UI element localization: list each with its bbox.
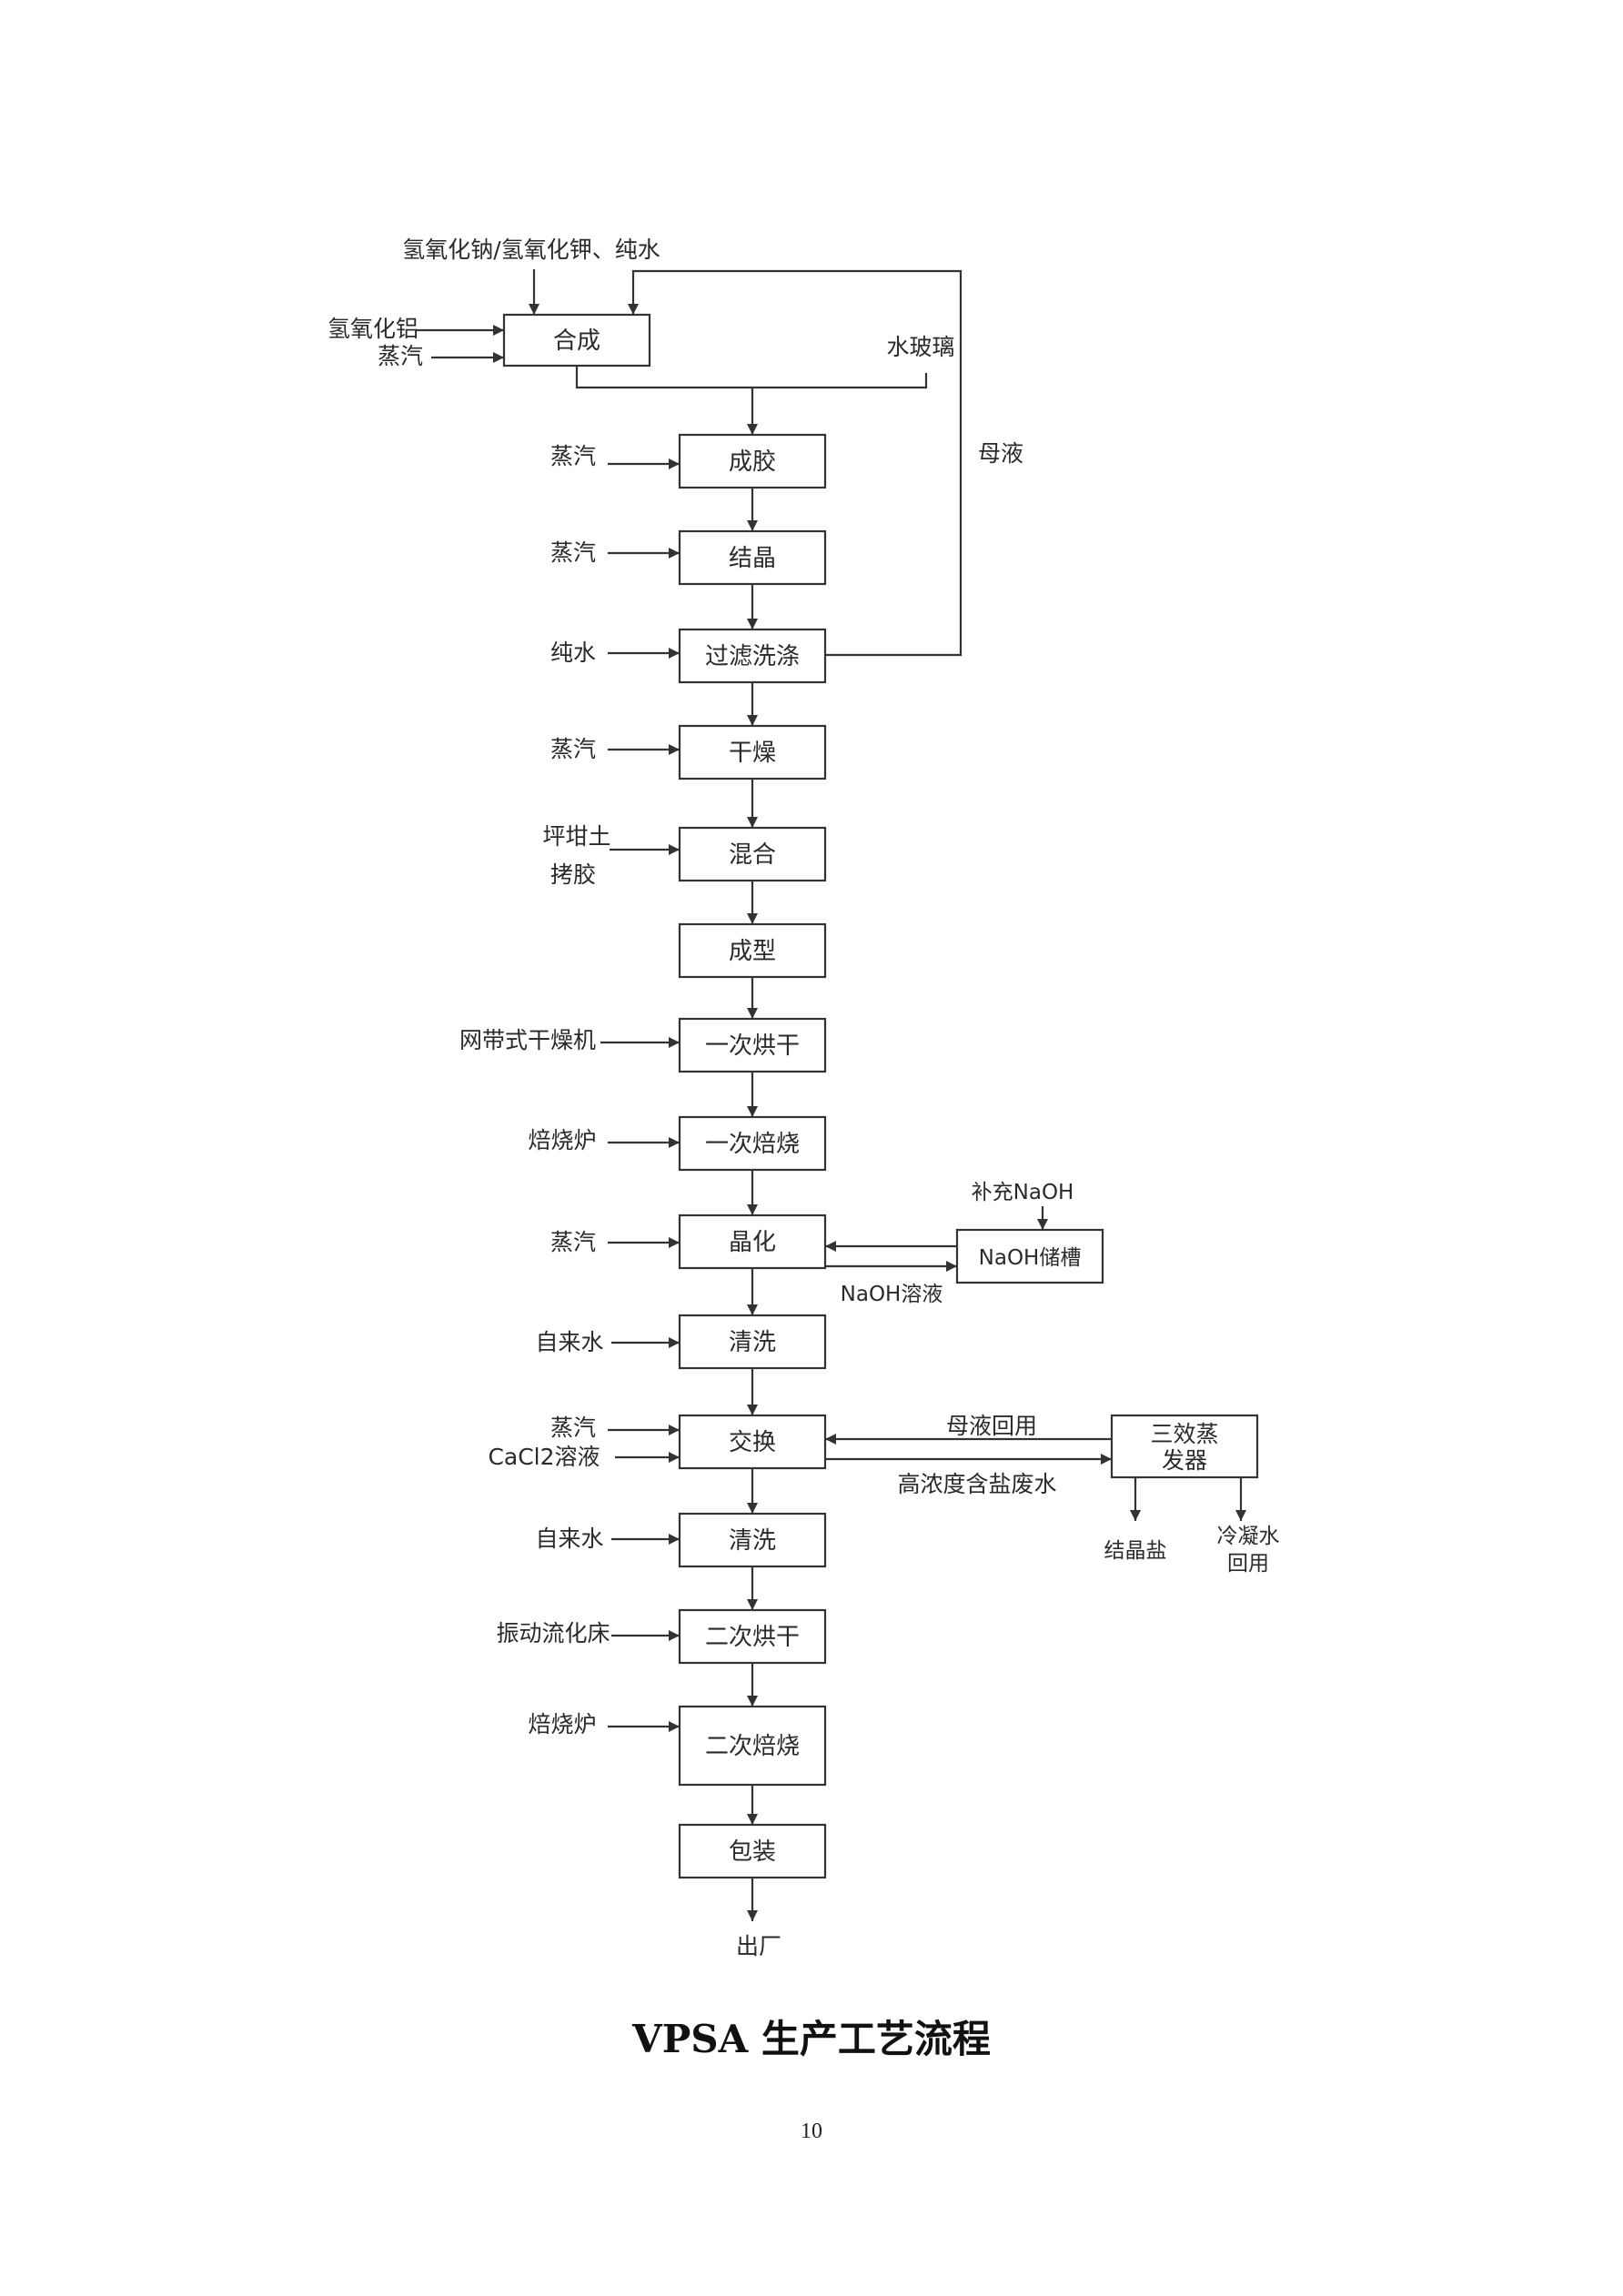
input-tap-water-1: 自来水 — [535, 1329, 680, 1355]
input-pure-water: 纯水 — [550, 639, 680, 666]
input-steam-gel: 蒸汽 — [550, 443, 680, 469]
step-mixing-label: 混合 — [729, 841, 776, 869]
crystal-salt-label: 结晶盐 — [1104, 1539, 1167, 1563]
diagram-title: VPSA 生产工艺流程 — [632, 2017, 991, 2061]
main-flow-connectors — [575, 366, 928, 1921]
input-steam-dry: 蒸汽 — [550, 736, 680, 762]
exit-group: 出厂 — [736, 1933, 781, 1959]
step-washing-2: 清洗 — [678, 1512, 827, 1568]
step-second-calcination: 二次焙烧 — [678, 1705, 827, 1787]
mother-liquor-label: 母液 — [978, 440, 1023, 467]
step-first-calcination-label: 一次焙烧 — [705, 1131, 800, 1158]
input-clay-binder: 坪坩土 拷胶 — [542, 823, 680, 888]
step-exchange-label: 交换 — [729, 1429, 776, 1456]
step-second-drying-label: 二次烘干 — [705, 1624, 800, 1651]
step-gelation-label: 成胶 — [729, 448, 776, 476]
input-steam-synthesis: 蒸汽 — [378, 343, 504, 369]
step-washing-1-label: 清洗 — [729, 1329, 776, 1356]
input-tap-water-2: 自来水 — [535, 1526, 680, 1552]
step-crystallization-label: 结晶 — [729, 545, 776, 572]
water-glass-group: 水玻璃 — [886, 334, 954, 360]
binder-label: 拷胶 — [550, 861, 596, 888]
step-forming: 成型 — [678, 922, 827, 979]
furnace-2-label: 焙烧炉 — [528, 1711, 596, 1737]
input-fluid-bed: 振动流化床 — [496, 1620, 680, 1646]
step-second-calcination-label: 二次焙烧 — [705, 1733, 800, 1760]
condensate-label-1: 冷凝水 — [1217, 1525, 1280, 1548]
top-feed-label: 氢氧化钠/氢氧化钾、纯水 — [402, 237, 660, 263]
naoh-tank-label: NaOH储槽 — [979, 1246, 1082, 1270]
clay-label: 坪坩土 — [542, 823, 610, 850]
fluid-bed-label: 振动流化床 — [496, 1620, 610, 1646]
condensate-label-2: 回用 — [1227, 1552, 1269, 1576]
evaporator-label-1: 三效蒸 — [1150, 1421, 1218, 1447]
step-synthesis-label: 合成 — [553, 327, 600, 355]
step-filter-wash-label: 过滤洗涤 — [705, 643, 800, 670]
steam-crystal-label: 蒸汽 — [550, 539, 596, 566]
furnace-1-label: 焙烧炉 — [528, 1127, 596, 1153]
step-packaging-label: 包装 — [729, 1838, 776, 1866]
steam-synthesis-label: 蒸汽 — [378, 343, 423, 369]
step-crystallizing: 晶化 — [678, 1213, 827, 1270]
evaporator-label-2: 发器 — [1162, 1447, 1207, 1474]
triple-effect-evaporator: 三效蒸 发器 — [1110, 1414, 1259, 1479]
steam-crystallize-label: 蒸汽 — [550, 1229, 596, 1255]
input-al-hydroxide: 氢氧化铝 — [328, 316, 504, 342]
step-washing-2-label: 清洗 — [729, 1527, 776, 1555]
step-mixing: 混合 — [678, 826, 827, 882]
step-synthesis: 合成 — [502, 313, 651, 368]
top-feed-group: 氢氧化钠/氢氧化钾、纯水 — [402, 237, 660, 315]
step-first-calcination: 一次焙烧 — [678, 1115, 827, 1172]
input-cacl2: CaCl2溶液 — [488, 1444, 680, 1470]
naoh-tank: NaOH储槽 — [955, 1228, 1104, 1284]
input-furnace-1: 焙烧炉 — [528, 1127, 680, 1153]
belt-dryer-label: 网带式干燥机 — [459, 1027, 596, 1053]
step-forming-label: 成型 — [729, 938, 776, 965]
steam-dry-label: 蒸汽 — [550, 736, 596, 762]
input-steam-crystallize: 蒸汽 — [550, 1229, 680, 1255]
step-crystallizing-label: 晶化 — [729, 1229, 776, 1256]
pure-water-label: 纯水 — [550, 639, 596, 666]
step-washing-1: 清洗 — [678, 1314, 827, 1370]
input-furnace-2: 焙烧炉 — [528, 1711, 680, 1737]
step-packaging: 包装 — [678, 1823, 827, 1879]
step-first-drying: 一次烘干 — [678, 1017, 827, 1073]
input-belt-dryer: 网带式干燥机 — [459, 1027, 680, 1053]
mother-recycle-label: 母液回用 — [946, 1413, 1037, 1439]
al-hydroxide-label: 氢氧化铝 — [328, 316, 418, 342]
step-second-drying: 二次烘干 — [678, 1608, 827, 1665]
saline-wastewater-label: 高浓度含盐废水 — [897, 1471, 1056, 1497]
water-glass-label: 水玻璃 — [886, 334, 954, 360]
step-filter-wash: 过滤洗涤 — [678, 628, 827, 684]
page-number: 10 — [801, 2120, 822, 2143]
tap-water-1-label: 自来水 — [535, 1329, 603, 1355]
naoh-solution-label: NaOH溶液 — [841, 1283, 943, 1306]
steam-exchange-label: 蒸汽 — [550, 1415, 596, 1441]
cacl2-label: CaCl2溶液 — [488, 1444, 600, 1470]
step-crystallization: 结晶 — [678, 529, 827, 586]
mother-liquor-loop: 母液 — [628, 269, 1023, 657]
mother-liquor-return-line — [628, 269, 963, 657]
evaporator-loop: 母液回用 高浓度含盐废水 结晶盐 冷凝水 回用 — [825, 1413, 1280, 1576]
naoh-makeup-label: 补充NaOH — [972, 1181, 1074, 1204]
step-exchange: 交换 — [678, 1414, 827, 1470]
step-drying: 干燥 — [678, 724, 827, 780]
input-steam-crystal: 蒸汽 — [550, 539, 680, 566]
step-drying-label: 干燥 — [729, 740, 776, 767]
step-gelation: 成胶 — [678, 433, 827, 489]
synthesis-merge-line — [575, 366, 928, 389]
input-steam-exchange: 蒸汽 — [550, 1415, 680, 1441]
naoh-loop: 补充NaOH NaOH溶液 — [825, 1181, 1074, 1306]
steam-gel-label: 蒸汽 — [550, 443, 596, 469]
tap-water-2-label: 自来水 — [535, 1526, 603, 1552]
step-first-drying-label: 一次烘干 — [705, 1032, 800, 1060]
exit-label: 出厂 — [736, 1933, 781, 1959]
